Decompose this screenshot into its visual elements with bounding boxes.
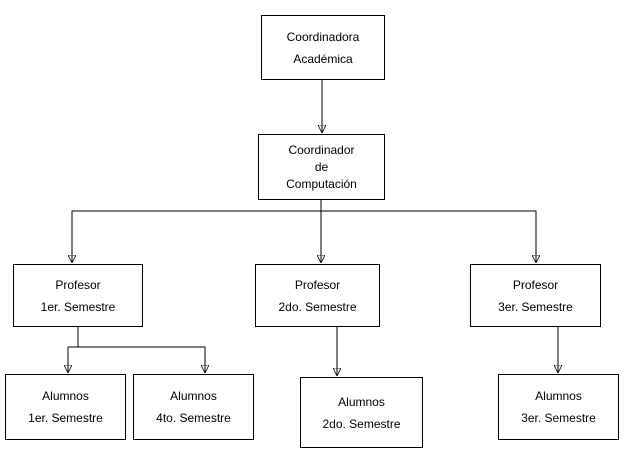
- node-alumnos-2do-semestre: Alumnos 2do. Semestre: [300, 377, 423, 448]
- node-profesor-2do-semestre: Profesor 2do. Semestre: [255, 264, 380, 327]
- node-profesor-3er-semestre: Profesor 3er. Semestre: [470, 264, 601, 327]
- node-label: de: [314, 159, 329, 174]
- node-label: Alumnos: [170, 389, 217, 403]
- node-label: Alumnos: [338, 394, 385, 409]
- node-label: 3er. Semestre: [498, 299, 573, 314]
- node-alumnos-1er-semestre: Alumnos 1er. Semestre: [5, 374, 126, 440]
- node-label: Alumnos: [535, 389, 582, 403]
- node-coordinadora-academica: Coordinadora Académica: [261, 15, 385, 80]
- node-profesor-1er-semestre: Profesor 1er. Semestre: [13, 264, 143, 327]
- node-label: 2do. Semestre: [278, 299, 357, 314]
- node-label: Alumnos: [42, 389, 89, 403]
- node-label: Computación: [286, 176, 357, 191]
- node-label: Académica: [293, 51, 353, 66]
- node-coordinador-computacion: Coordinador de Computación: [258, 134, 385, 200]
- node-label: 2do. Semestre: [322, 416, 401, 431]
- node-label: 3er. Semestre: [521, 411, 596, 425]
- node-label: Profesor: [512, 277, 559, 292]
- node-label: Profesor: [294, 277, 341, 292]
- node-alumnos-4to-semestre: Alumnos 4to. Semestre: [133, 374, 254, 440]
- node-label: 1er. Semestre: [28, 411, 103, 425]
- node-label: Coordinadora: [286, 29, 360, 44]
- node-label: Profesor: [55, 277, 101, 292]
- node-alumnos-3er-semestre: Alumnos 3er. Semestre: [498, 374, 619, 440]
- node-label: 1er. Semestre: [40, 299, 116, 314]
- node-label: Coordinador: [288, 142, 355, 157]
- node-label: 4to. Semestre: [156, 411, 231, 425]
